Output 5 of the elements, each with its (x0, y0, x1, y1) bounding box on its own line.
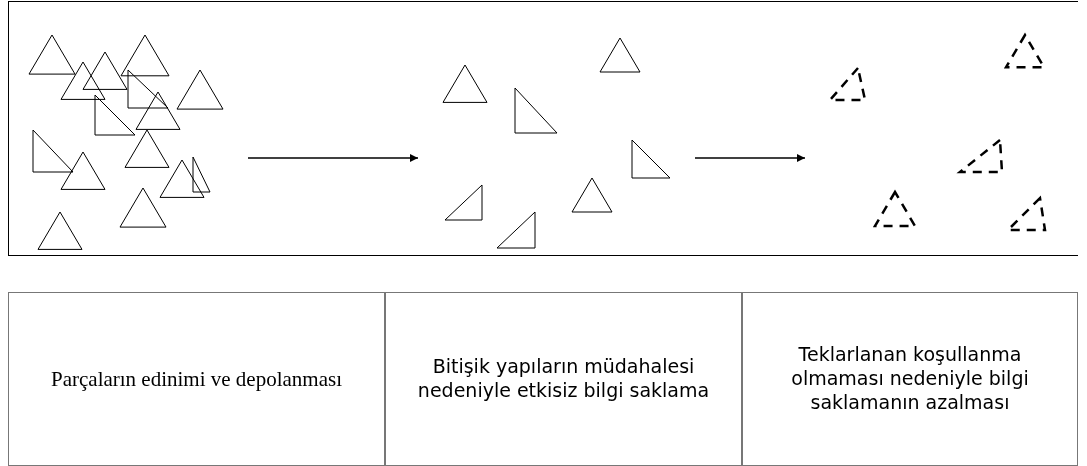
table-cell: Bitişik yapıların müdahalesi nedeniyle etkisiz bilgi saklama (385, 292, 742, 466)
arrow (247, 154, 419, 162)
arrow (694, 154, 806, 162)
table-cell: Parçaların edinimi ve depolanması (8, 292, 385, 466)
table-cell: Teklarlanan koşullanma olmaması nedeniyle bilgi saklamanın azalması (742, 292, 1078, 466)
